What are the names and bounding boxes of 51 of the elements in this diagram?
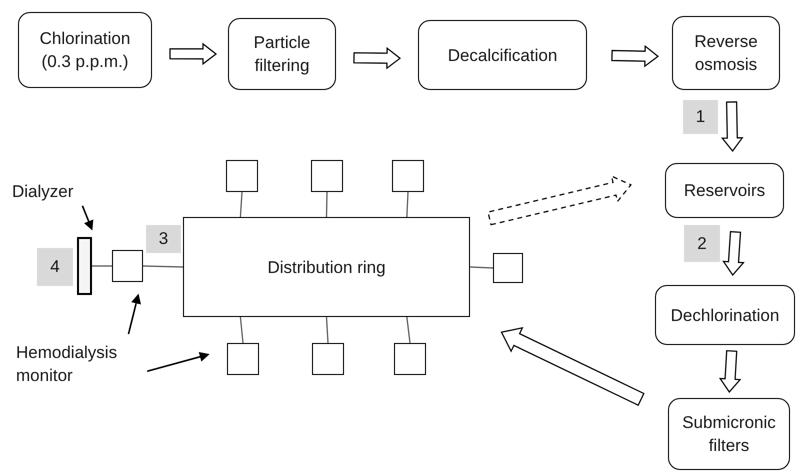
outlet-square <box>227 343 259 375</box>
block-arrow <box>500 326 645 406</box>
outlet-square <box>493 253 523 283</box>
step-number: 1 <box>683 100 718 134</box>
pipe-line <box>406 192 409 218</box>
box-label: Reverse osmosis <box>693 31 759 76</box>
process-box <box>18 12 152 88</box>
process-box <box>655 285 795 345</box>
dashed-block-arrow <box>487 175 632 226</box>
box-label: Dechlorination <box>670 304 780 326</box>
step-number: 2 <box>684 225 720 262</box>
block-arrow <box>722 230 745 276</box>
pipe-line <box>240 192 243 218</box>
distribution-ring-box <box>183 217 470 317</box>
process-box <box>228 18 336 90</box>
pipe-line <box>406 316 411 344</box>
box-label: Distribution ring <box>267 256 386 278</box>
callout-text: Dialyzer <box>12 180 74 202</box>
block-arrow <box>718 350 742 393</box>
pipe-line <box>142 265 184 268</box>
outlet-square <box>312 343 344 375</box>
dialyzer-bar <box>77 237 92 295</box>
pipe-line <box>240 316 244 344</box>
box-label: Submicronic filters <box>681 412 777 457</box>
callout-text: Hemodialysis monitor <box>16 342 118 387</box>
step-number: 3 <box>146 225 181 253</box>
process-box <box>665 163 784 218</box>
block-arrow <box>611 44 659 68</box>
outlet-square <box>311 160 343 192</box>
box-label: Particle filtering <box>252 32 312 77</box>
box-label: Reservoirs <box>684 180 766 202</box>
outlet-square <box>394 343 426 375</box>
pipe-line <box>92 265 112 267</box>
box-label: Decalcification <box>448 44 558 66</box>
pipe-line <box>326 316 329 344</box>
leader-arrow <box>146 352 210 372</box>
block-arrow <box>169 42 217 66</box>
process-box <box>668 398 790 470</box>
leader-arrow <box>82 206 94 230</box>
block-arrow <box>353 46 401 70</box>
block-arrow <box>721 101 744 152</box>
process-box <box>672 16 780 90</box>
leader-arrow <box>128 294 141 334</box>
step-number: 4 <box>37 248 73 286</box>
outlet-square <box>112 250 143 282</box>
process-box <box>418 20 587 90</box>
box-label: Chlorination (0.3 p.p.m.) <box>38 28 132 73</box>
outlet-square <box>392 160 424 192</box>
pipe-line <box>326 192 328 218</box>
outlet-square <box>226 160 258 192</box>
pipe-line <box>470 266 494 269</box>
